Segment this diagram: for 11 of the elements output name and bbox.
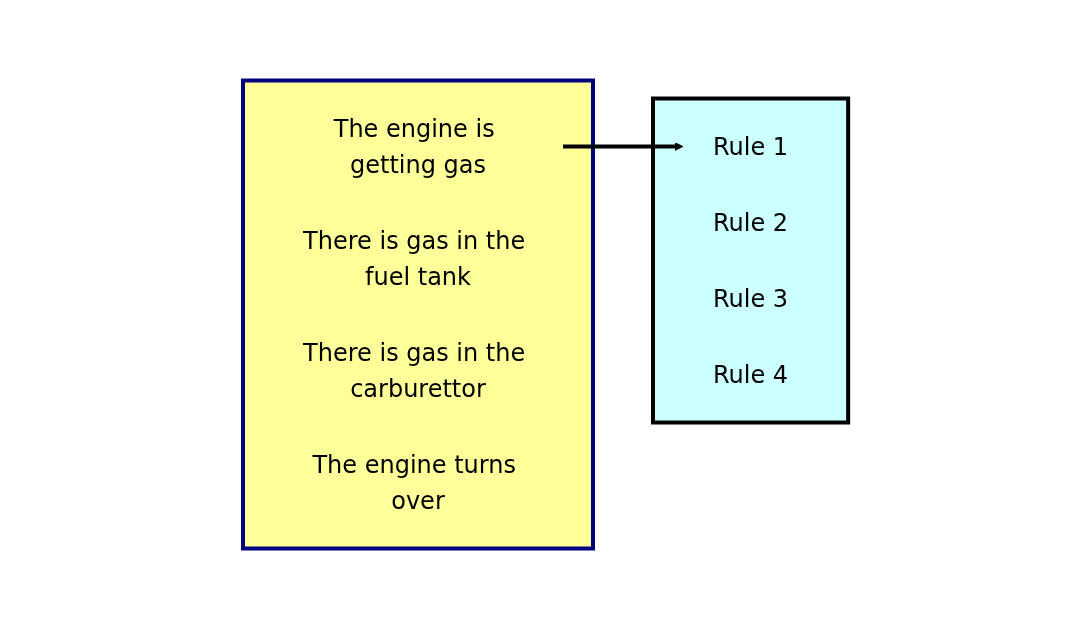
node-text: There is gas in the carburettor xyxy=(303,338,526,403)
node-text: Rule 4 xyxy=(712,360,789,389)
node-text: Rule 2 xyxy=(712,208,789,237)
node-text: The engine turns over xyxy=(312,450,516,515)
node-text: Rule 3 xyxy=(712,284,789,313)
node-text: The engine is getting gas xyxy=(333,114,495,179)
node-text: Rule 1 xyxy=(712,132,789,161)
cluster xyxy=(650,96,851,425)
cluster xyxy=(240,78,595,551)
arrow xyxy=(562,142,684,151)
node-text: There is gas in the fuel tank xyxy=(303,226,526,291)
